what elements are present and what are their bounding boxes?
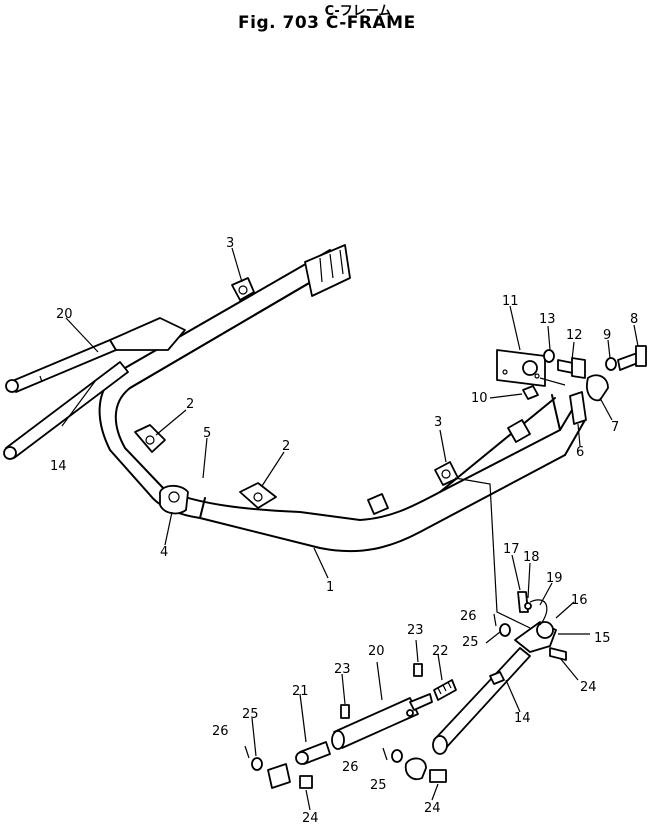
callout-26-upper: 26 <box>460 609 477 624</box>
callout-15: 15 <box>594 631 611 646</box>
callout-7: 7 <box>611 420 619 435</box>
callout-10: 10 <box>471 391 488 406</box>
callout-20-upper: 20 <box>56 307 73 322</box>
callout-14-upper: 14 <box>50 459 67 474</box>
cotter-26-left <box>244 745 250 759</box>
callout-1: 1 <box>326 580 334 595</box>
callout-17: 17 <box>503 542 520 557</box>
bracket-center <box>239 482 277 509</box>
callout-24-left: 24 <box>302 811 319 824</box>
bolt-24-left <box>299 775 313 789</box>
callout-24-mid: 24 <box>424 801 441 816</box>
bolt-12 <box>557 357 586 379</box>
callout-5: 5 <box>203 426 211 441</box>
clamp-7 <box>586 374 609 402</box>
callout-3-top: 3 <box>226 236 234 251</box>
callout-16: 16 <box>571 593 588 608</box>
fitting-line <box>539 377 566 386</box>
callout-21: 21 <box>292 684 309 699</box>
washer-9 <box>605 357 617 371</box>
callout-23-right: 23 <box>407 623 424 638</box>
title-japanese: C-フレーム <box>324 4 392 19</box>
ball-joint-16 <box>514 621 557 653</box>
tilt-cylinder-upper <box>5 317 186 393</box>
callout-2-center: 2 <box>282 439 290 454</box>
callout-6: 6 <box>576 445 584 460</box>
callout-18: 18 <box>523 550 540 565</box>
figure-title: Fig. 703 C-FRAME <box>238 13 416 33</box>
callout-14-lower: 14 <box>514 711 531 726</box>
bolt-8 <box>617 345 647 371</box>
cotter-26-upper <box>493 613 497 627</box>
rod-end-21 <box>295 741 331 765</box>
callout-23-left: 23 <box>334 662 351 677</box>
cap-10 <box>522 385 539 400</box>
callout-13: 13 <box>539 312 556 327</box>
leader-lines <box>61 247 639 811</box>
callout-9: 9 <box>603 328 611 343</box>
spring-22 <box>433 679 457 701</box>
callout-4: 4 <box>160 545 168 560</box>
callout-24-right: 24 <box>580 680 597 695</box>
callout-19: 19 <box>546 571 563 586</box>
callout-2-left: 2 <box>186 397 194 412</box>
bolt-24-right <box>429 769 447 783</box>
cotter-26-mid <box>382 747 388 761</box>
callout-25-left: 25 <box>242 707 259 722</box>
chain-19 <box>529 599 548 626</box>
callout-20-lower: 20 <box>368 644 385 659</box>
callout-8: 8 <box>630 312 638 327</box>
arm-rod-upper <box>3 361 129 460</box>
trunnion-right <box>434 461 459 486</box>
callout-26-mid: 26 <box>342 760 359 775</box>
cylinder-20 <box>331 693 433 750</box>
callout-11: 11 <box>502 294 519 309</box>
washer-13 <box>543 349 555 363</box>
callout-26-left: 26 <box>212 724 229 739</box>
bolt-17-18 <box>517 591 532 613</box>
bolt-24-upper <box>549 647 567 661</box>
trunnion-mid <box>367 419 531 515</box>
block-left <box>267 763 291 789</box>
fitting-23-left <box>340 704 350 719</box>
fitting-23-right <box>413 663 423 677</box>
washer-25-left <box>251 757 263 771</box>
washer-25-mid <box>391 749 403 763</box>
ball-socket <box>159 485 189 515</box>
block-right <box>404 757 427 781</box>
pin-6 <box>569 391 587 425</box>
callout-25-mid: 25 <box>370 778 387 793</box>
callout-25-upper: 25 <box>462 635 479 650</box>
washer-25-upper <box>499 623 511 637</box>
callout-12: 12 <box>566 328 583 343</box>
bracket-left <box>134 424 166 453</box>
plate-11 <box>496 349 546 387</box>
hose-line <box>454 477 531 629</box>
callout-22: 22 <box>432 644 449 659</box>
callout-3-right: 3 <box>434 415 442 430</box>
arm-14 <box>432 647 531 755</box>
